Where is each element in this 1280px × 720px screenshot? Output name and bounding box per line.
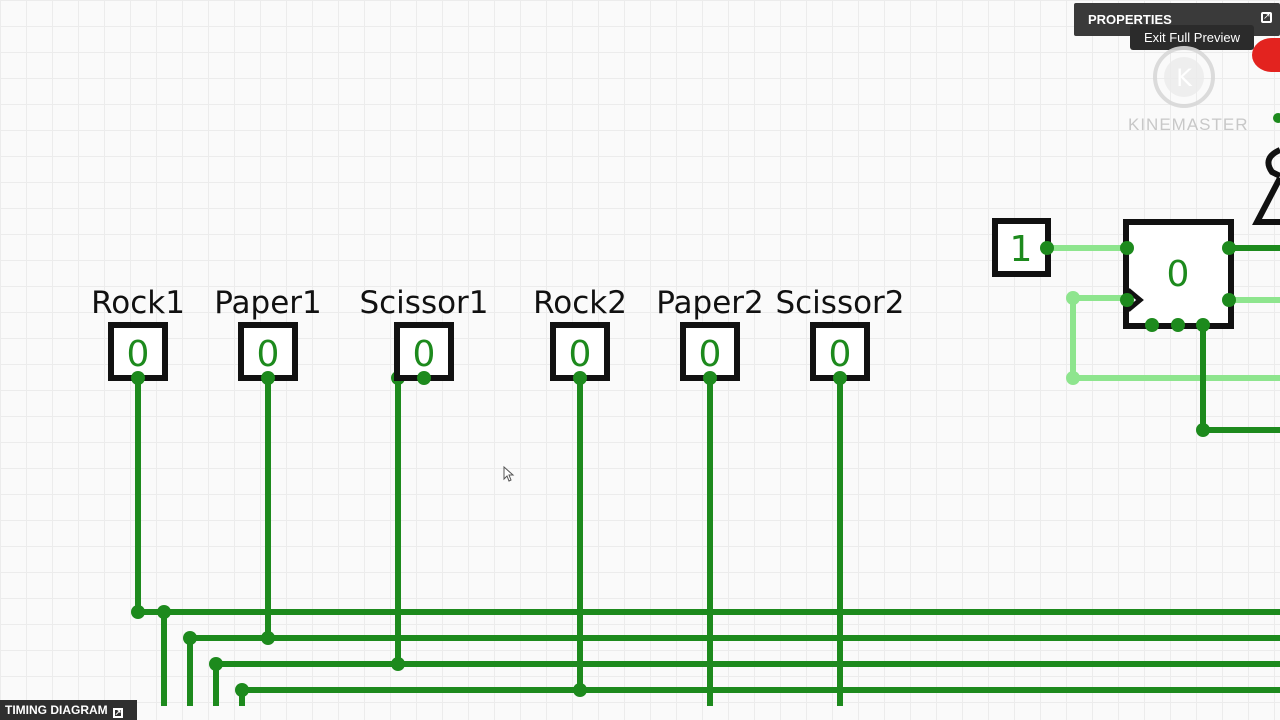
input-toggle-scissor2[interactable]: 0 <box>810 322 870 385</box>
input-label-paper1: Paper1 <box>214 285 322 321</box>
exit-full-preview-button[interactable]: Exit Full Preview <box>1130 25 1254 50</box>
input-label-paper2: Paper2 <box>656 285 764 321</box>
flip-flop[interactable]: 0 <box>1120 219 1236 332</box>
kinemaster-watermark: KINEMASTER <box>1128 115 1249 134</box>
flip-flop-output-value: 0 <box>1167 254 1190 295</box>
kinemaster-logo-icon: K <box>1152 45 1216 109</box>
input-label-scissor2: Scissor2 <box>775 285 904 321</box>
input-label-rock1: Rock1 <box>91 285 185 321</box>
red-shape <box>1252 38 1280 72</box>
timing-diagram-tab[interactable]: TIMING DIAGRAM ↗ <box>0 700 137 720</box>
timing-diagram-label: TIMING DIAGRAM <box>5 703 108 717</box>
input-toggle-paper2[interactable]: 0 <box>680 322 740 385</box>
constant-input-value: 1 <box>1010 229 1033 270</box>
input-toggle-rock1[interactable]: 0 <box>108 322 168 385</box>
input-label-scissor1: Scissor1 <box>359 285 488 321</box>
input-value-rock2: 0 <box>569 334 592 375</box>
expand-icon[interactable]: ↗ <box>1261 12 1272 23</box>
input-value-scissor1: 0 <box>413 334 436 375</box>
constant-input-one[interactable]: 1 <box>992 218 1054 277</box>
bus-junctions <box>131 371 1210 697</box>
partial-gate <box>1252 113 1280 225</box>
properties-title: PROPERTIES <box>1088 12 1172 27</box>
expand-icon: ↗ <box>112 708 123 718</box>
input-toggle-rock2[interactable]: 0 <box>550 322 610 385</box>
input-label-rock2: Rock2 <box>533 285 627 321</box>
kinemaster-logo-letter: K <box>1176 64 1193 92</box>
input-toggle-paper1[interactable]: 0 <box>238 322 298 385</box>
input-value-paper1: 0 <box>257 334 280 375</box>
mouse-cursor-icon <box>503 465 515 482</box>
feedback-junctions <box>1066 291 1080 385</box>
input-value-paper2: 0 <box>699 334 722 375</box>
input-toggle-scissor1[interactable]: 0 <box>394 322 454 385</box>
input-value-scissor2: 0 <box>829 334 852 375</box>
input-value-rock1: 0 <box>127 334 150 375</box>
